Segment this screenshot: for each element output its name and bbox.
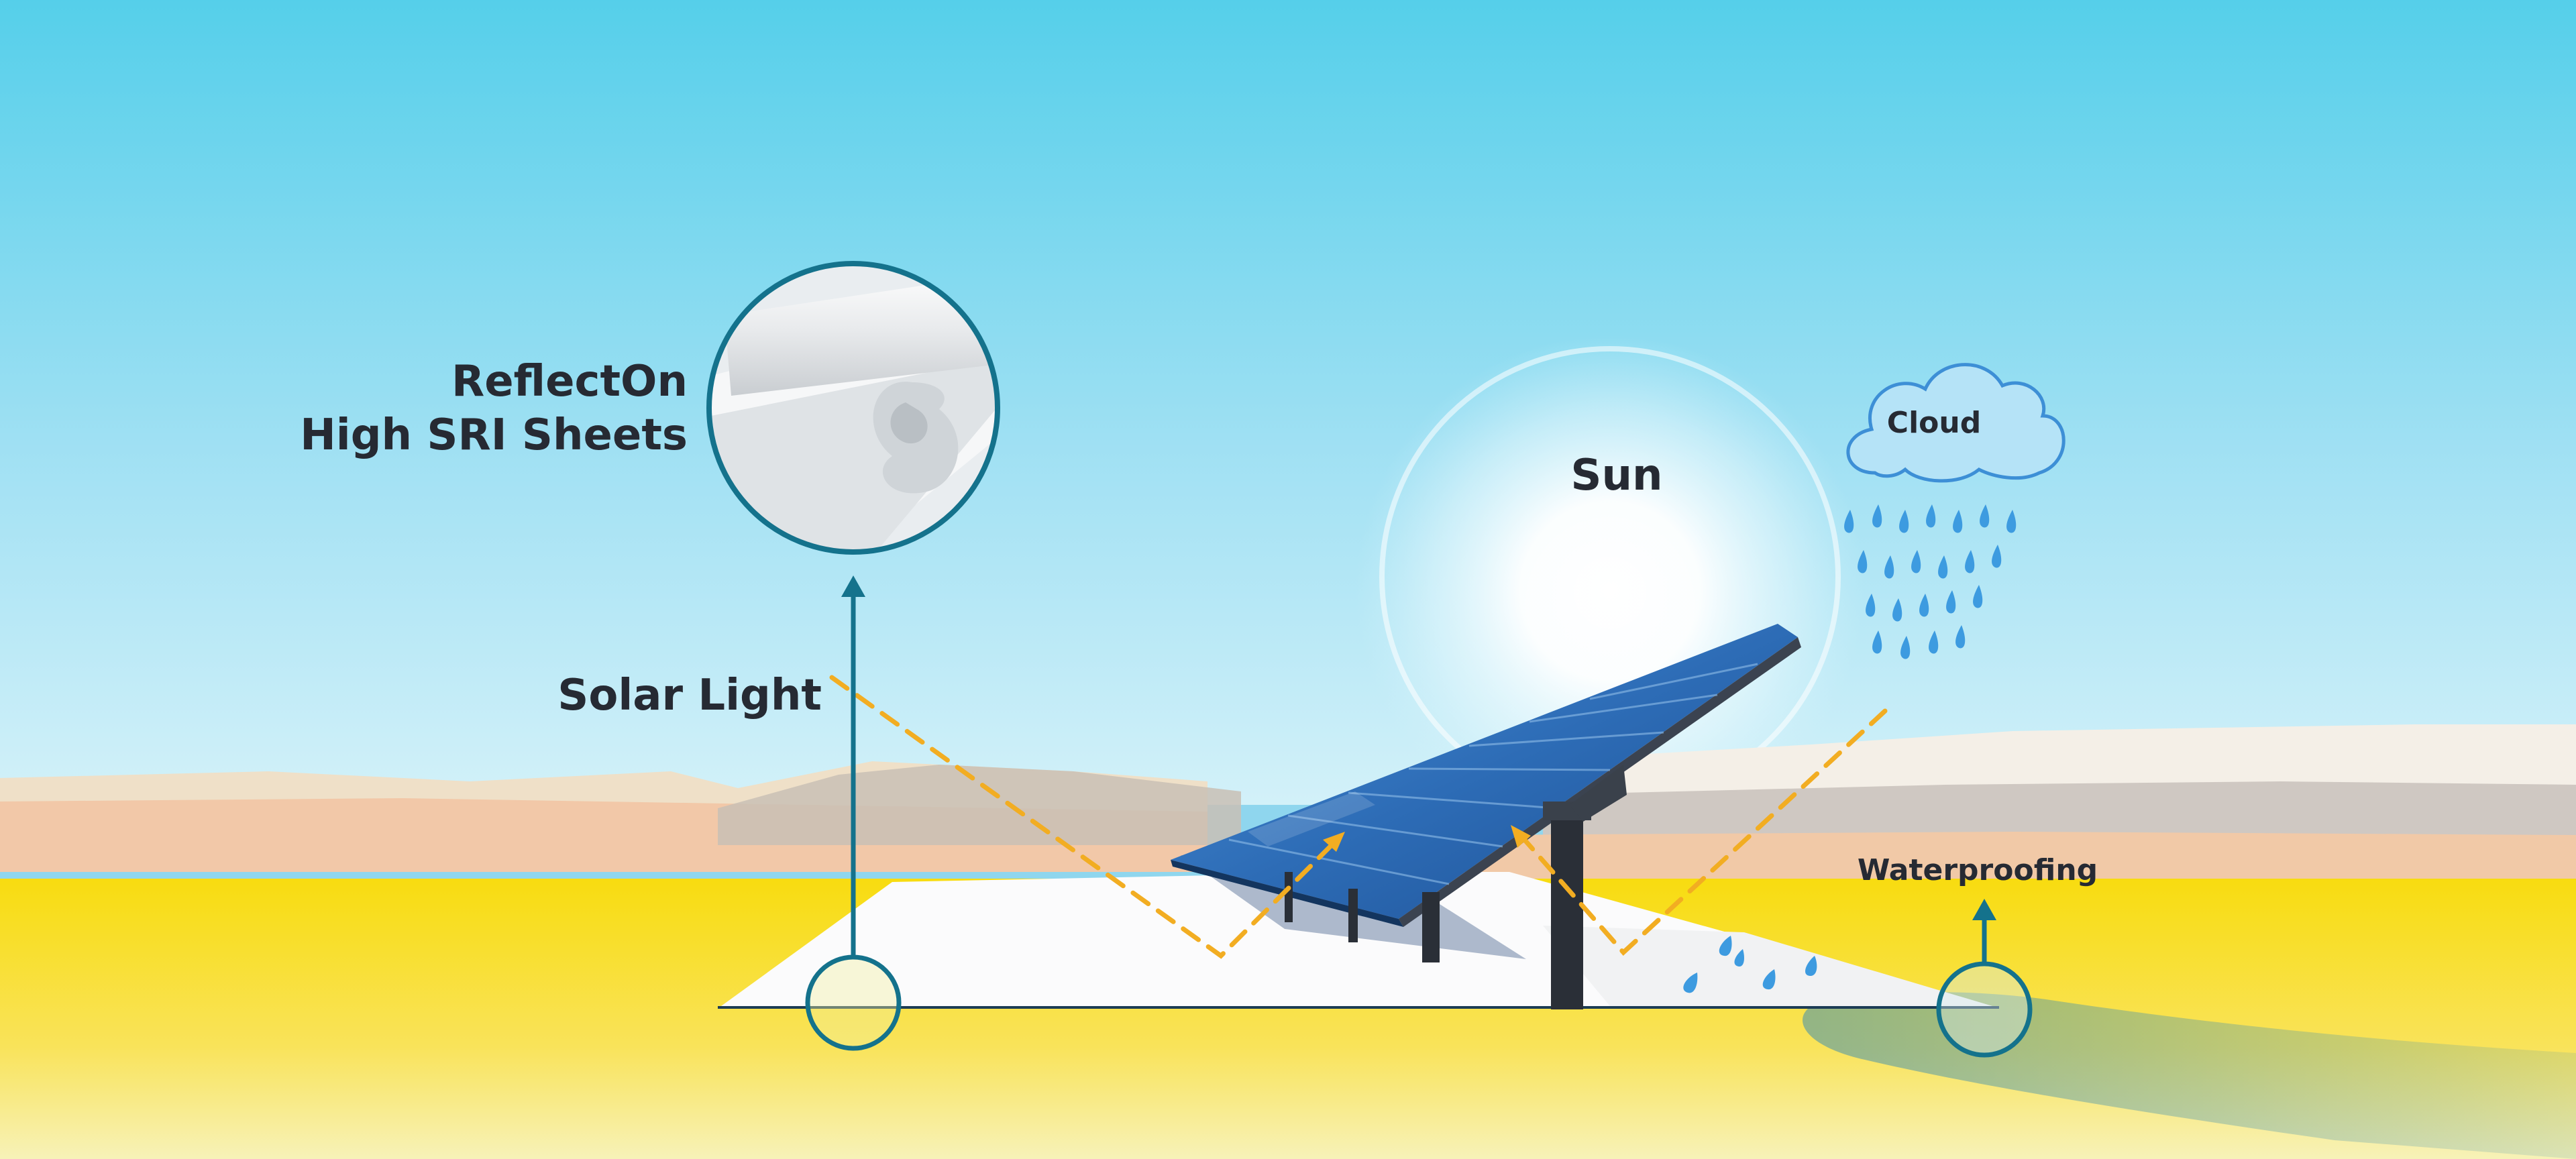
cloud-icon [1846,363,2065,483]
cloud-label: Cloud [1887,406,1981,440]
membrane-roll-icon [706,261,1000,555]
reflected-rays [829,675,1888,959]
product-label-line2: High SRI Sheets [300,410,688,460]
water-shadow [1802,992,2576,1159]
sun-label: Sun [1570,451,1662,500]
raindrop-icon [1844,504,2017,659]
splash-drops [1683,936,1817,993]
waterproofing-label: Waterproofing [1858,853,2098,887]
desert-background [0,724,2576,889]
product-label-line1: ReflectOn [451,357,688,406]
sky-background [0,0,2576,805]
indicator-arrowheads [841,575,1996,920]
solar-light-label: Solar Light [557,671,822,720]
ray-arrowheads [1323,825,1531,852]
solar-panel-icon [1171,624,1801,1009]
indicator-markers [805,594,2033,1058]
